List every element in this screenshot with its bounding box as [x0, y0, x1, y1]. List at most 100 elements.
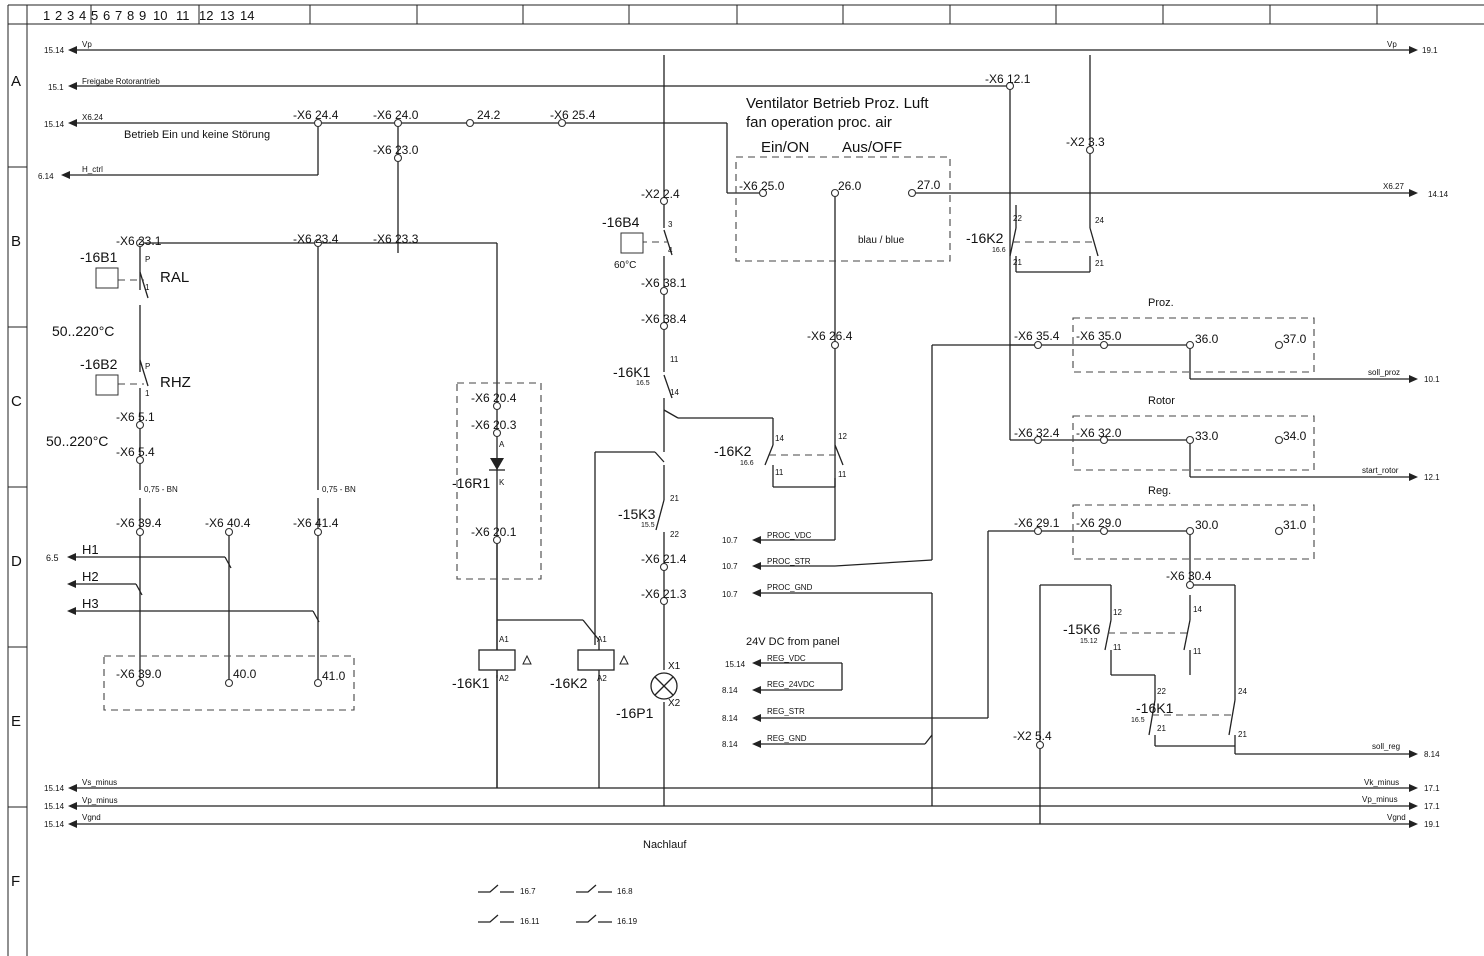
rhz-text: RHZ: [160, 374, 191, 391]
pin-label: 21: [670, 494, 679, 503]
temperature-sensor-icon: [95, 374, 119, 396]
comp-k2-contact: -16K2: [714, 443, 752, 459]
row-b: B: [11, 233, 21, 250]
terminal-label: 40.0: [233, 667, 257, 681]
col-12: 12: [199, 8, 213, 23]
comp-k2-coil: -16K2: [550, 675, 588, 691]
bus-vpm-ref: 15.14: [44, 802, 65, 811]
pin-label: A2: [597, 674, 607, 683]
bus-x624-ref: 15.14: [44, 120, 65, 129]
terminal-label: -X6 39.0: [116, 667, 162, 681]
pin-label: 11: [670, 355, 679, 364]
terminal-labels: -X6 24.4 -X6 24.0 24.2 -X6 25.4 -X6 23.0…: [116, 72, 1307, 743]
bus-freigabe-name: Freigabe Rotorantrieb: [82, 77, 160, 86]
terminal-label: -X6 29.0: [1076, 516, 1122, 530]
row-c: C: [11, 393, 22, 410]
comp-k6-ref: 15.12: [1080, 638, 1098, 645]
legend-ref: 16.7: [520, 887, 536, 896]
col-7: 7: [115, 8, 122, 23]
comp-k1-contact-ref: 16.5: [636, 380, 650, 387]
terminal-label: -X6 38.1: [641, 276, 687, 290]
signal-ref: 10.7: [722, 536, 738, 545]
temp2: 50..220°C: [46, 433, 108, 449]
terminal-label: 24.2: [477, 108, 501, 122]
signal-ref: 10.7: [722, 590, 738, 599]
col-2: 2: [55, 8, 62, 23]
terminal-label: -X6 38.4: [641, 312, 687, 326]
col-10: 10: [153, 8, 167, 23]
h1-label: H1: [82, 542, 99, 557]
pin-label: 11: [838, 470, 847, 479]
pin-label: X1: [668, 661, 681, 672]
bus-vp-right-name: Vp: [1387, 40, 1397, 49]
bus-hctrl-ref: 6.14: [38, 172, 54, 181]
signal-ref: 8.14: [722, 686, 738, 695]
pin-label: P: [145, 255, 150, 264]
pin-label: 24: [1095, 216, 1104, 225]
row-f: F: [11, 873, 20, 890]
signal-ref: 15.14: [725, 660, 746, 669]
terminal-points: [135, 81, 1284, 750]
blau-text: blau / blue: [858, 235, 905, 246]
terminal-label: -X6 26.4: [807, 329, 853, 343]
h2-label: H2: [82, 569, 99, 584]
terminal-label: -X6 12.1: [985, 72, 1031, 86]
col-6: 6: [103, 8, 110, 23]
terminal-label: -X6 41.4: [293, 516, 339, 530]
row-e: E: [11, 713, 21, 730]
signal-name: REG_GND: [767, 734, 807, 743]
bus-vp-right-ref: 19.1: [1422, 46, 1438, 55]
pin-label: 21: [1095, 259, 1104, 268]
bus-vs-name: Vs_minus: [82, 778, 117, 787]
h-ref: 6.5: [46, 553, 59, 563]
bus-x627-ref: 14.14: [1428, 190, 1449, 199]
signal-name: REG_VDC: [767, 654, 806, 663]
terminal-label: 30.0: [1195, 518, 1219, 532]
legend-ref: 16.19: [617, 917, 638, 926]
terminal-label: 34.0: [1283, 429, 1307, 443]
col-4: 4: [79, 8, 86, 23]
terminal-label: -X6 32.4: [1014, 426, 1060, 440]
pin-label: X2: [668, 698, 681, 709]
bus-vk-right-name: Vk_minus: [1364, 778, 1399, 787]
pin-label: 11: [1113, 643, 1122, 652]
bus-labels: 15.14 Vp Vp 19.1 15.1 Freigabe Rotorantr…: [38, 40, 1449, 829]
title-aus: Aus/OFF: [842, 139, 902, 156]
pin-label: P: [145, 362, 150, 371]
row-d: D: [11, 553, 22, 570]
proz-label: Proz.: [1148, 297, 1174, 309]
title-line1: Ventilator Betrieb Proz. Luft: [746, 95, 929, 112]
col-14: 14: [240, 8, 254, 23]
sheet-frame: [7, 4, 1484, 956]
pin-label: 12: [1113, 608, 1122, 617]
col-3: 3: [67, 8, 74, 23]
comp-k2-top-ref: 16.6: [992, 247, 1006, 254]
terminal-label: -X6 35.4: [1014, 329, 1060, 343]
bus-hctrl-name: H_ctrl: [82, 165, 103, 174]
terminal-label: -X2 2.4: [641, 187, 680, 201]
betrieb-text: Betrieb Ein und keine Störung: [124, 129, 270, 141]
signal-name: REG_STR: [767, 707, 805, 716]
comp-k1-bottom-ref: 16.5: [1131, 717, 1145, 724]
signal-name: REG_24VDC: [767, 680, 815, 689]
pin-label: A1: [499, 635, 509, 644]
pin-labels: P 1 P 1 3 4 A K A1 A2 A1 A2 X1 X2 11 14 …: [145, 214, 1247, 739]
terminal-label: -X6 20.3: [471, 418, 517, 432]
contact-legend: 16.7 16.8 16.11 16.19: [478, 884, 638, 926]
soll-reg-label: soll_reg: [1372, 742, 1400, 751]
col-5: 5: [91, 8, 98, 23]
pin-label: 14: [775, 434, 784, 443]
comp-k3: -15K3: [618, 506, 656, 522]
temperature-sensor-icon: [95, 267, 119, 289]
comp-k2-contact-ref: 16.6: [740, 460, 754, 467]
relay-coil-icon: [478, 649, 516, 671]
sensor-icons: [95, 232, 644, 396]
component-labels: -16B1 -16B2 -16B4 -16R1 -16K1 -16K2 -16P…: [80, 214, 1174, 724]
signal-name: PROC_STR: [767, 557, 811, 566]
pin-label: 4: [668, 246, 673, 255]
column-numbers: 1 2 3 4 5 6 7 8 9 10 11 12 13 14: [43, 5, 254, 24]
bus-vs-ref: 15.14: [44, 784, 65, 793]
col-1: 1: [43, 8, 50, 23]
soll-proz-label: soll_proz: [1368, 368, 1400, 377]
